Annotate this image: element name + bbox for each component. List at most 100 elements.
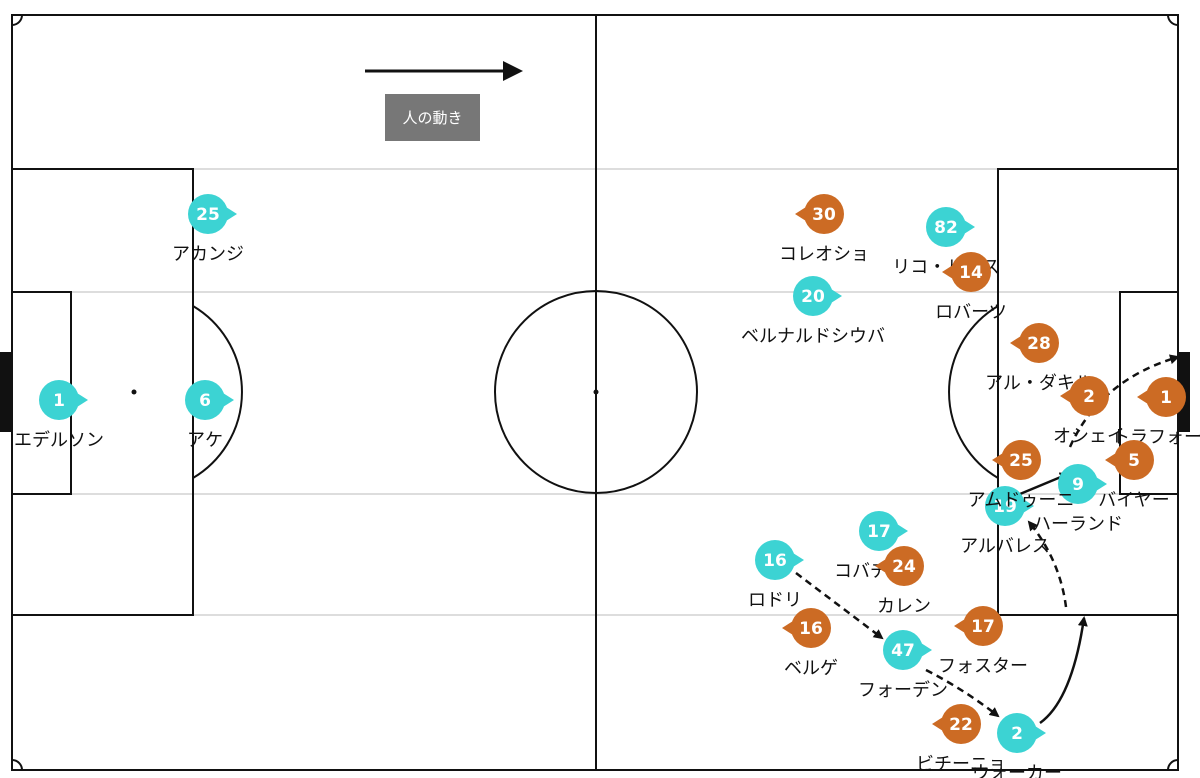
player-marker xyxy=(188,194,228,234)
player-number: 22 xyxy=(949,715,973,735)
player-marker xyxy=(883,630,923,670)
players: 1エデルソン6アケ25アカンジ20ベルナルドシウバ82リコ・ルイス9ハーランド1… xyxy=(14,194,1200,778)
player-marker xyxy=(963,606,1003,646)
player-number: 25 xyxy=(196,205,220,225)
facing-direction-icon xyxy=(1035,726,1046,740)
player-number: 82 xyxy=(934,218,958,238)
arrow-right-icon xyxy=(365,61,523,81)
home-player-5: 9 ハーランド xyxy=(1033,464,1123,535)
player-name: ロドリ xyxy=(748,590,802,611)
player-marker xyxy=(755,540,795,580)
player-number: 25 xyxy=(1009,451,1033,471)
facing-direction-icon xyxy=(1060,389,1071,403)
player-name: アル・ダキル xyxy=(985,373,1093,394)
player-marker xyxy=(884,546,924,586)
movement-arrow-foden xyxy=(925,668,1000,718)
right-penalty-arc xyxy=(948,305,999,479)
player-marker xyxy=(951,252,991,292)
legend-label: 人の動き xyxy=(385,94,480,141)
facing-direction-icon xyxy=(1023,499,1034,513)
player-name: フォスター xyxy=(938,656,1028,677)
movement-arrow-rodri xyxy=(795,572,884,640)
facing-direction-icon xyxy=(921,643,932,657)
player-name: ロバーツ xyxy=(935,302,1007,323)
player-marker xyxy=(1019,323,1059,363)
player-marker xyxy=(997,713,1037,753)
facing-direction-icon xyxy=(942,265,953,279)
left-penalty-area xyxy=(11,168,194,616)
left-penalty-spot xyxy=(131,389,137,395)
player-name: フォーデン xyxy=(858,680,948,701)
player-number: 20 xyxy=(801,287,825,307)
away-player-10: 22 ビチーニョ xyxy=(916,704,1006,775)
player-marker xyxy=(859,511,899,551)
facing-direction-icon xyxy=(992,453,1003,467)
corner-arc-top-right xyxy=(1167,14,1179,26)
player-name: アルバレス xyxy=(960,536,1050,557)
player-name: ウォーカー xyxy=(972,763,1062,778)
facing-direction-icon xyxy=(964,220,975,234)
left-goal xyxy=(0,352,12,432)
corner-arc-bottom-left xyxy=(11,759,23,771)
facing-direction-icon xyxy=(77,393,88,407)
home-player-9: 47 フォーデン xyxy=(858,630,948,701)
home-player-8: 16 ロドリ xyxy=(748,540,804,611)
center-spot xyxy=(593,389,599,395)
player-name: アカンジ xyxy=(172,244,244,265)
facing-direction-icon xyxy=(782,621,793,635)
player-marker xyxy=(926,207,966,247)
movement-arrow-walker xyxy=(1039,616,1088,725)
facing-direction-icon xyxy=(1010,336,1021,350)
player-number: 16 xyxy=(799,619,823,639)
player-name: ベルナルドシウバ xyxy=(741,326,885,347)
player-marker xyxy=(1069,376,1109,416)
center-circle xyxy=(494,290,698,494)
player-name: カレン xyxy=(877,596,931,617)
corner-arc-bottom-right xyxy=(1167,759,1179,771)
facing-direction-icon xyxy=(875,559,886,573)
player-marker xyxy=(1001,440,1041,480)
facing-direction-icon xyxy=(1096,477,1107,491)
player-number: 2 xyxy=(1083,387,1095,407)
player-number: 30 xyxy=(812,205,836,225)
away-player-1: 14 ロバーツ xyxy=(935,252,1007,323)
player-number: 6 xyxy=(199,391,211,411)
player-number: 14 xyxy=(959,263,983,283)
facing-direction-icon xyxy=(793,553,804,567)
facing-direction-icon xyxy=(954,619,965,633)
player-name: コレオショ xyxy=(779,244,869,265)
player-marker xyxy=(941,704,981,744)
player-number: 9 xyxy=(1072,475,1084,495)
player-name: ベルゲ xyxy=(784,658,838,679)
player-name: ハーランド xyxy=(1033,514,1123,535)
facing-direction-icon xyxy=(932,717,943,731)
corner-arc-top-left xyxy=(11,14,23,26)
facing-direction-icon xyxy=(226,207,237,221)
home-player-6: 19 アルバレス xyxy=(960,486,1050,557)
player-name: ビチーニョ xyxy=(916,754,1006,775)
facing-direction-icon xyxy=(897,524,908,538)
facing-direction-icon xyxy=(1105,453,1116,467)
left-penalty-arc xyxy=(192,305,243,479)
player-marker xyxy=(185,380,225,420)
home-player-1: 6アケ xyxy=(185,380,234,451)
player-marker xyxy=(793,276,833,316)
player-number: 16 xyxy=(763,551,787,571)
player-marker xyxy=(1058,464,1098,504)
home-player-2: 25 アカンジ xyxy=(172,194,244,265)
facing-direction-icon xyxy=(223,393,234,407)
player-marker xyxy=(1146,377,1186,417)
player-number: 19 xyxy=(993,497,1017,517)
player-number: 47 xyxy=(891,641,915,661)
facing-direction-icon xyxy=(795,207,806,221)
player-number: 2 xyxy=(1011,724,1023,744)
player-marker xyxy=(39,380,79,420)
home-player-3: 20 ベルナルドシウバ xyxy=(741,276,885,347)
away-player-9: 16 ベルゲ xyxy=(782,608,838,679)
